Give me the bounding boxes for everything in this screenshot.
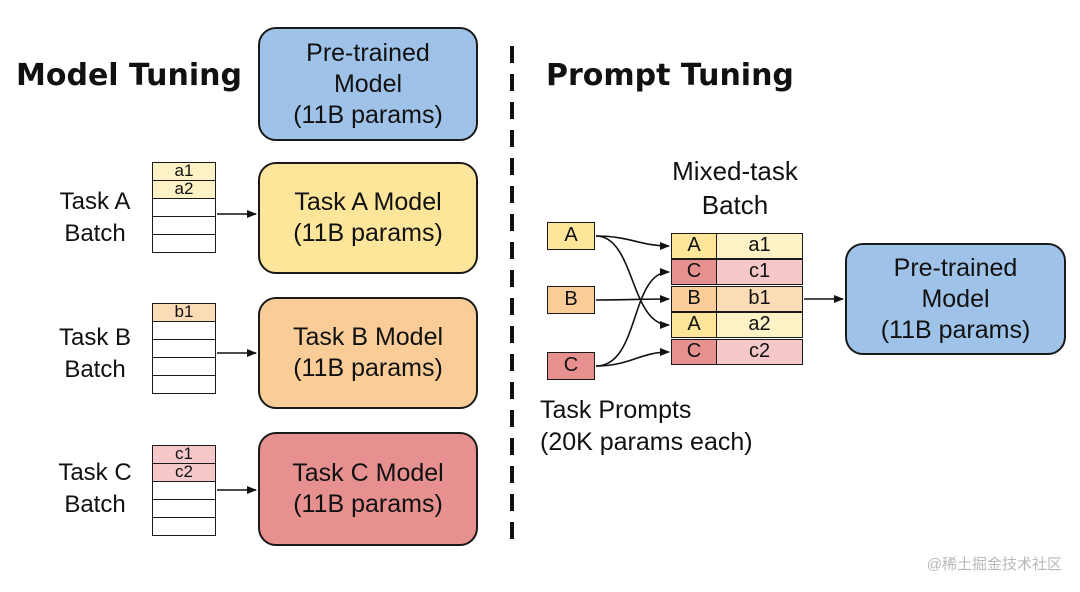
- pretrained-right-line3: (11B params): [880, 315, 1031, 344]
- task-c-batch-label: Task C Batch: [58, 459, 132, 518]
- task-c-model-line2: (11B params): [293, 490, 443, 518]
- mixed-batch-row: A a2: [671, 312, 803, 338]
- task-b-batch-label: Task B Batch: [58, 324, 132, 383]
- task-a-batch-label: Task A Batch: [59, 188, 131, 247]
- pretrained-right-line1: Pre-trained: [893, 253, 1018, 282]
- mixed-row-example: a1: [717, 233, 803, 259]
- batch-cell: [152, 233, 216, 253]
- pretrained-model-box-right: Pre-trained Model (11B params): [845, 243, 1066, 355]
- arrow-prompt-a-to-row1: [595, 235, 670, 250]
- task-prompt-b: B: [547, 286, 595, 314]
- mixed-batch-row: C c2: [671, 339, 803, 365]
- task-b-model-line1: Task B Model: [292, 323, 444, 351]
- batch-cell: c2: [152, 463, 216, 483]
- arrow-prompt-a-to-row4: [595, 235, 670, 329]
- prompt-tuning-heading: Prompt Tuning: [546, 58, 794, 93]
- mixed-task-batch-title: Mixed-task Batch: [672, 156, 798, 220]
- pretrained-right-line2: Model: [921, 284, 990, 313]
- arrow-prompt-b-to-row3: [595, 295, 670, 304]
- task-prompt-a: A: [547, 222, 595, 250]
- batch-cell: [152, 516, 216, 536]
- mixed-row-example: c2: [717, 339, 803, 365]
- batch-cell: [152, 374, 216, 394]
- mixed-batch-row: A a1: [671, 233, 803, 259]
- mixed-row-example: a2: [717, 312, 803, 338]
- mixed-row-task: C: [671, 259, 717, 285]
- arrow-prompt-c-to-row2: [595, 268, 670, 367]
- pretrained-line2: Model: [333, 69, 403, 98]
- task-prompts-label: Task Prompts (20K params each): [540, 396, 753, 456]
- task-c-batch: c1 c2: [152, 445, 216, 536]
- task-c-model-box: Task C Model (11B params): [258, 432, 478, 546]
- pretrained-line3: (11B params): [293, 100, 443, 129]
- mixed-row-task: B: [671, 286, 717, 312]
- mixed-row-task: A: [671, 233, 717, 259]
- task-b-batch: b1: [152, 303, 216, 394]
- task-b-model-box: Task B Model (11B params): [258, 297, 478, 409]
- pretrained-model-box-left: Pre-trained Model (11B params): [258, 27, 478, 141]
- mixed-batch-row: C c1: [671, 259, 803, 285]
- task-a-batch: a1 a2: [152, 162, 216, 253]
- mixed-row-task: C: [671, 339, 717, 365]
- watermark: @稀土掘金技术社区: [926, 556, 1062, 573]
- task-a-model-box: Task A Model (11B params): [258, 162, 478, 274]
- mixed-row-example: c1: [717, 259, 803, 285]
- batch-cell: c1: [152, 445, 216, 465]
- task-prompt-c: C: [547, 352, 595, 380]
- task-c-model-line1: Task C Model: [292, 459, 444, 487]
- pretrained-line1: Pre-trained: [306, 38, 430, 67]
- task-a-model-line1: Task A Model: [294, 188, 442, 216]
- mixed-row-task: A: [671, 312, 717, 338]
- task-b-model-line2: (11B params): [293, 354, 443, 382]
- mixed-batch-row: B b1: [671, 286, 803, 312]
- arrow-prompt-c-to-row5: [595, 348, 670, 367]
- task-a-model-line2: (11B params): [293, 219, 443, 247]
- mixed-row-example: b1: [717, 286, 803, 312]
- model-tuning-heading: Model Tuning: [16, 58, 243, 93]
